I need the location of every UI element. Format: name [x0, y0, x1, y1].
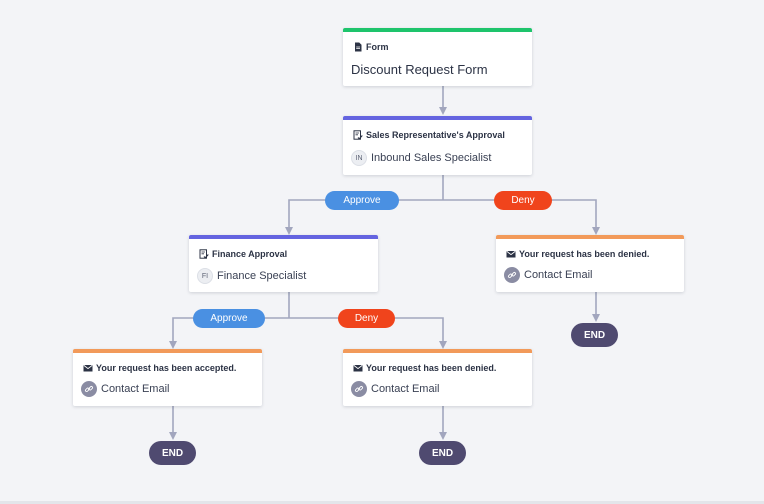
sales-deny-branch-label[interactable]: Deny — [494, 191, 552, 210]
assignee-name: Finance Specialist — [217, 270, 307, 282]
finance-deny-branch-label[interactable]: Deny — [338, 309, 395, 328]
finance-approval-node[interactable]: Finance Approval FI Finance Specialist — [189, 235, 378, 292]
canvas-bottom-border — [0, 501, 764, 504]
sales-approval-assignee: IN Inbound Sales Specialist — [351, 150, 491, 166]
envelope-icon — [353, 363, 363, 373]
email-node-header: Your request has been denied. — [506, 249, 649, 259]
sales-approval-header: Sales Representative's Approval — [353, 130, 505, 140]
sales-approval-color-bar — [343, 116, 532, 120]
email-subject: Your request has been denied. — [519, 249, 650, 259]
email-recipient: Contact Email — [351, 381, 439, 397]
finance-approval-type-label: Finance Approval — [212, 249, 288, 259]
email-color-bar — [73, 349, 262, 353]
document-icon — [353, 42, 363, 52]
form-node-title: Discount Request Form — [351, 62, 488, 77]
email-denied-node-top[interactable]: Your request has been denied. Contact Em… — [496, 235, 684, 292]
finance-approve-branch-label[interactable]: Approve — [193, 309, 265, 328]
email-color-bar — [343, 349, 532, 353]
recipient-label: Contact Email — [524, 269, 593, 281]
form-node-color-bar — [343, 28, 532, 32]
email-denied-node-bottom[interactable]: Your request has been denied. Contact Em… — [343, 349, 532, 406]
form-node[interactable]: Form Discount Request Form — [343, 28, 532, 86]
approval-icon — [199, 249, 209, 259]
sales-approval-node[interactable]: Sales Representative's Approval IN Inbou… — [343, 116, 532, 175]
email-accepted-node[interactable]: Your request has been accepted. Contact … — [73, 349, 262, 406]
email-color-bar — [496, 235, 684, 239]
end-node[interactable]: END — [149, 441, 196, 465]
recipient-label: Contact Email — [101, 383, 170, 395]
finance-approval-color-bar — [189, 235, 378, 239]
email-recipient: Contact Email — [81, 381, 169, 397]
sales-approval-type-label: Sales Representative's Approval — [366, 130, 505, 140]
email-node-header: Your request has been accepted. — [83, 363, 236, 373]
end-node[interactable]: END — [571, 323, 618, 347]
end-node[interactable]: END — [419, 441, 466, 465]
email-node-header: Your request has been denied. — [353, 363, 496, 373]
approval-icon — [353, 130, 363, 140]
recipient-label: Contact Email — [371, 383, 440, 395]
envelope-icon — [506, 249, 516, 259]
email-subject: Your request has been denied. — [366, 363, 497, 373]
link-icon — [351, 381, 367, 397]
email-recipient: Contact Email — [504, 267, 592, 283]
form-node-type-label: Form — [366, 42, 389, 52]
assignee-avatar: FI — [197, 268, 213, 284]
finance-approval-assignee: FI Finance Specialist — [197, 268, 306, 284]
finance-approval-header: Finance Approval — [199, 249, 287, 259]
envelope-icon — [83, 363, 93, 373]
assignee-name: Inbound Sales Specialist — [371, 152, 492, 164]
sales-approve-branch-label[interactable]: Approve — [325, 191, 399, 210]
email-subject: Your request has been accepted. — [96, 363, 237, 373]
assignee-avatar: IN — [351, 150, 367, 166]
form-node-header: Form — [353, 42, 389, 52]
link-icon — [504, 267, 520, 283]
link-icon — [81, 381, 97, 397]
